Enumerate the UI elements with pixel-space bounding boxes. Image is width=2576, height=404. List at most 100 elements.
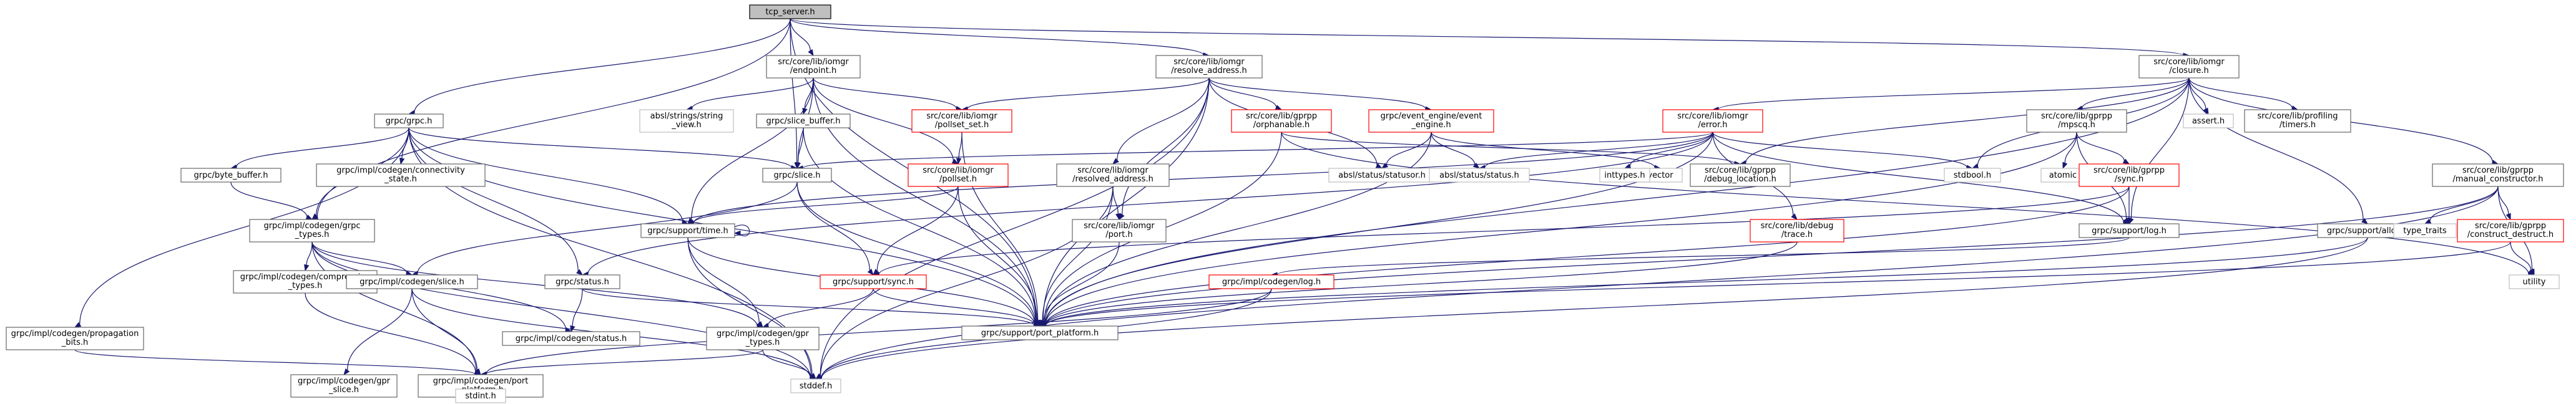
edge-arrowhead	[576, 269, 584, 276]
edge-arrowhead	[304, 264, 310, 272]
edge-trace_h-to-port_platform	[1039, 241, 1798, 329]
node-label: src/core/lib/debug	[1761, 221, 1834, 231]
node-pollset_set[interactable]: src/core/lib/iomgr/pollset_set.h	[911, 109, 1012, 133]
edge-arrowhead	[1472, 162, 1481, 169]
edge-slice_h-to-codegen_slice	[411, 181, 798, 276]
node-stdint: stdint.h	[455, 388, 506, 403]
node-utility: utility	[2509, 274, 2560, 289]
node-endpoint[interactable]: src/core/lib/iomgr/endpoint.h	[766, 55, 861, 79]
node-label: /construct_destruct.h	[2467, 230, 2554, 239]
edge-event_engine-to-statusor	[1381, 132, 1432, 169]
node-resolve_address[interactable]: src/core/lib/iomgr/resolve_address.h	[1155, 55, 1263, 79]
node-label: grpc/support/time.h	[647, 226, 728, 236]
edge-line	[2188, 77, 2206, 110]
node-pollset[interactable]: src/core/lib/iomgr/pollset.h	[908, 163, 1009, 187]
node-status_h[interactable]: grpc/status.h	[544, 274, 620, 289]
edge-endpoint-to-pollset	[813, 77, 959, 165]
node-label: grpc/grpc.h	[386, 117, 433, 126]
node-closure[interactable]: src/core/lib/iomgr/closure.h	[2138, 55, 2240, 79]
edge-propagation_bits-to-codegen_port_platform	[74, 349, 482, 377]
node-orphanable[interactable]: src/core/lib/gprpp/orphanable.h	[1231, 109, 1332, 133]
edge-error_h-to-time_h	[687, 132, 1713, 226]
edge-line	[306, 241, 313, 266]
node-connectivity_state[interactable]: grpc/impl/codegen/connectivity_state.h	[316, 163, 486, 187]
node-box	[820, 274, 927, 289]
edge-line	[762, 349, 811, 377]
node-resolved_address[interactable]: src/core/lib/iomgr/resolved_address.h	[1056, 163, 1170, 187]
node-stddef: stddef.h	[790, 378, 841, 393]
edge-line	[1712, 132, 2124, 223]
node-profiling_timers[interactable]: src/core/lib/profiling/timers.h	[2244, 109, 2351, 133]
node-codegen_status[interactable]: grpc/impl/codegen/status.h	[502, 331, 640, 346]
node-log_h[interactable]: grpc/support/log.h	[2079, 223, 2180, 238]
node-box	[1072, 219, 1167, 243]
node-label: src/core/lib/gprpp	[2094, 166, 2165, 175]
node-port_h[interactable]: src/core/lib/iomgr/port.h	[1072, 219, 1167, 243]
node-time_h[interactable]: grpc/support/time.h	[640, 223, 735, 238]
node-manual_constructor[interactable]: src/core/lib/gprpp/manual_constructor.h	[2432, 163, 2564, 187]
node-box	[756, 113, 851, 128]
node-propagation_bits[interactable]: grpc/impl/codegen/propagation_bits.h	[6, 327, 144, 350]
node-box	[2509, 274, 2560, 289]
node-stdbool: stdbool.h	[1944, 168, 2001, 183]
edge-sync_h-to-port_platform	[873, 288, 1041, 328]
node-port_platform[interactable]: grpc/support/port_platform.h	[961, 325, 1119, 340]
edge-line	[305, 292, 476, 373]
node-box	[2393, 223, 2457, 238]
edge-line	[1117, 77, 1210, 160]
edge-grpc_types-to-codegen_slice	[311, 241, 413, 276]
node-label: utility	[2523, 277, 2546, 287]
node-gpr_slice[interactable]: grpc/impl/codegen/gpr_slice.h	[290, 374, 398, 398]
edge-line	[767, 288, 874, 326]
node-label: grpc/slice.h	[774, 171, 821, 180]
node-grpc_h[interactable]: grpc/grpc.h	[374, 113, 444, 128]
node-label: _state.h	[384, 175, 417, 184]
edge-event_engine-to-absl_status	[1431, 132, 1481, 169]
node-assert: assert.h	[2183, 113, 2234, 128]
node-grpc_types[interactable]: grpc/impl/codegen/grpc_types.h	[249, 219, 375, 243]
node-label: src/core/lib/iomgr	[2153, 57, 2225, 67]
node-error_h[interactable]: src/core/lib/iomgr/error.h	[1662, 109, 1763, 133]
node-sync_h[interactable]: grpc/support/sync.h	[820, 274, 927, 289]
edge-line	[796, 181, 870, 271]
node-alloc_h[interactable]: grpc/support/alloc.h	[2317, 223, 2418, 238]
node-label: _bits.h	[61, 338, 89, 347]
node-label: grpc/impl/codegen/connectivity	[336, 166, 465, 175]
node-box	[316, 163, 486, 187]
node-statusor: absl/status/statusor.h	[1328, 168, 1436, 183]
edge-line	[486, 349, 763, 375]
node-slice_buffer[interactable]: grpc/slice_buffer.h	[756, 113, 851, 128]
node-trace_h[interactable]: src/core/lib/debug/trace.h	[1750, 219, 1844, 243]
node-label: absl/status/status.h	[1439, 171, 1519, 180]
node-box	[2457, 219, 2564, 243]
node-event_engine[interactable]: grpc/event_engine/event_engine.h	[1368, 109, 1494, 133]
node-gpr_types[interactable]: grpc/impl/codegen/gpr_types.h	[706, 327, 820, 350]
edge-closure-to-alloc_h	[2188, 77, 2369, 224]
edge-line	[411, 288, 477, 370]
node-label: /debug_location.h	[1704, 175, 1776, 184]
node-gprpp_sync[interactable]: src/core/lib/gprpp/sync.h	[2079, 163, 2180, 187]
edge-line	[790, 18, 798, 163]
node-label: src/core/lib/iomgr	[1084, 221, 1155, 231]
edge-line	[1045, 132, 2077, 325]
node-box	[290, 374, 398, 398]
edge-arrowhead	[1791, 213, 1798, 220]
node-tcp_server[interactable]: tcp_server.h	[749, 4, 831, 19]
node-byte_buffer[interactable]: grpc/byte_buffer.h	[180, 168, 282, 183]
nodes-layer: tcp_server.h grpc/grpc.h src/core/lib/iomg…	[6, 4, 2564, 403]
edge-arrowhead	[867, 268, 874, 276]
edge-event_engine-to-vector	[1431, 132, 1662, 170]
node-slice_h[interactable]: grpc/slice.h	[762, 168, 832, 183]
node-mpscq[interactable]: src/core/lib/gprpp/mpscq.h	[2026, 109, 2127, 133]
edge-line	[873, 288, 1035, 325]
node-codegen_slice[interactable]: grpc/impl/codegen/slice.h	[346, 274, 478, 289]
node-box	[1429, 168, 1530, 183]
node-construct_destruct[interactable]: src/core/lib/gprpp/construct_destruct.h	[2457, 219, 2564, 243]
node-debug_location[interactable]: src/core/lib/gprpp/debug_location.h	[1690, 163, 1791, 187]
node-box	[1690, 163, 1791, 187]
edge-line	[1112, 186, 1119, 214]
node-codegen_log[interactable]: grpc/impl/codegen/log.h	[1208, 274, 1335, 289]
edge-mpscq-to-atomic	[2062, 132, 2077, 170]
node-label: src/core/lib/iomgr	[923, 166, 994, 175]
edge-tcp_server-to-closure	[790, 18, 2190, 58]
